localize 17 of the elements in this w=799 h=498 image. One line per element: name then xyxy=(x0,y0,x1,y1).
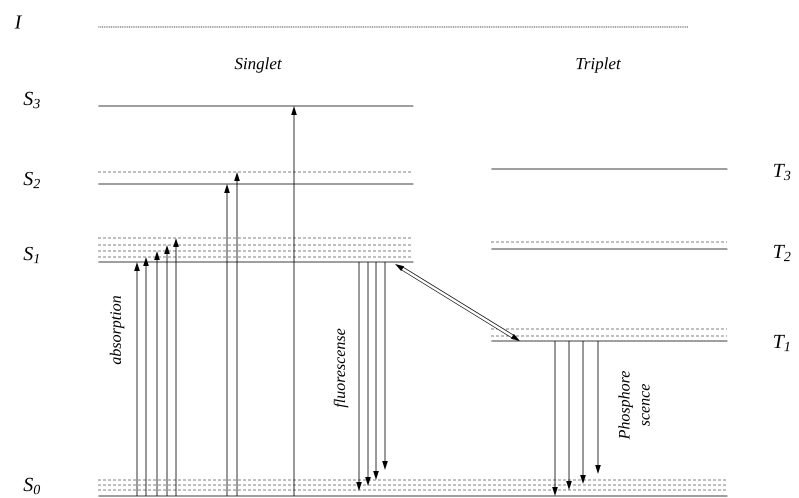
level-label: S$_{2}$ xyxy=(24,172,40,188)
section-heading: Triplet xyxy=(576,57,622,73)
level-label: T$_{2}$ xyxy=(774,244,791,262)
energy-level-line xyxy=(491,168,728,170)
section-heading: Singlet xyxy=(234,57,282,73)
process-label: absorption xyxy=(110,296,124,364)
level-label: T$_{3}$ xyxy=(774,164,790,180)
energy-level-line xyxy=(98,26,689,28)
energy-level-line xyxy=(491,248,728,250)
level-label: I xyxy=(14,15,22,29)
level-label: S$_{1}$ xyxy=(24,246,39,264)
process-label: fluorescense xyxy=(334,328,348,408)
level-label: S$_{0}$ xyxy=(24,478,40,494)
energy-level-line xyxy=(491,340,728,342)
level-label: S$_{3}$ xyxy=(24,92,40,108)
level-label: T$_{1}$ xyxy=(774,334,790,352)
process-label: Phosphore scence xyxy=(618,371,650,440)
